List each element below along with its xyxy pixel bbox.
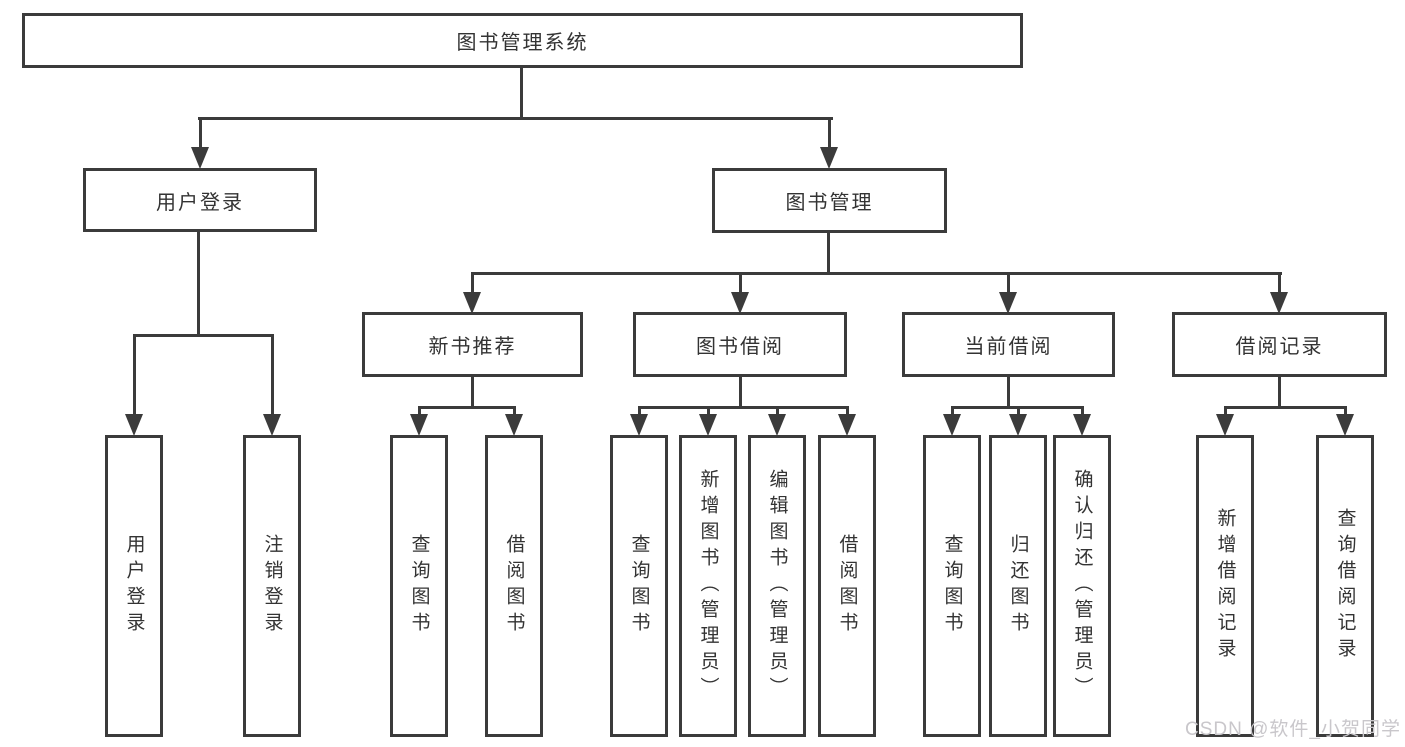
arrowhead-down-icon [125,414,143,436]
connector-drop [132,335,136,416]
arrowhead-down-icon [1216,414,1234,436]
node-label: 注销登录 [261,534,283,638]
leaf-add-borrow-record: 新增借阅记录 [1196,435,1254,737]
node-user-login: 用户登录 [83,168,317,232]
node-library-management-system: 图书管理系统 [22,13,1023,68]
node-label: 借阅记录 [1235,336,1324,358]
node-label: 查询图书 [941,534,963,638]
connector-stem [519,68,523,118]
connector-drop [1277,273,1281,294]
connector-stem [738,377,742,407]
connector-bar [417,405,516,409]
connector-drop [845,407,849,416]
node-label: 编辑图书（管理员） [766,469,788,703]
node-borrowing-records: 借阅记录 [1172,312,1387,377]
node-label: 确认归还（管理员） [1071,469,1093,703]
connector-drop [270,335,274,416]
leaf-user-login: 用户登录 [105,435,163,737]
connector-stem [826,233,830,273]
connector-drop [198,118,202,149]
arrowhead-down-icon [1270,292,1288,314]
connector-bar [637,405,849,409]
connector-drop [706,407,710,416]
arrowhead-down-icon [699,414,717,436]
arrowhead-down-icon [1336,414,1354,436]
connector-drop [950,407,954,416]
node-label: 图书管理 [785,192,874,214]
arrowhead-down-icon [505,414,523,436]
arrowhead-down-icon [943,414,961,436]
leaf-borrow-books-recommend: 借阅图书 [485,435,543,737]
connector-drop [512,407,516,416]
arrowhead-down-icon [1009,414,1027,436]
arrowhead-down-icon [463,292,481,314]
connector-stem [470,377,474,407]
connector-stem [1006,377,1010,407]
leaf-query-borrow-record: 查询借阅记录 [1316,435,1374,737]
node-label: 当前借阅 [964,336,1053,358]
node-label: 图书借阅 [696,336,784,358]
connector-drop [775,407,779,416]
leaf-borrow-books-borrowing: 借阅图书 [818,435,876,737]
arrowhead-down-icon [768,414,786,436]
arrowhead-down-icon [838,414,856,436]
connector-drop [1006,273,1010,294]
node-current-borrowing: 当前借阅 [902,312,1115,377]
leaf-query-books-current: 查询图书 [923,435,981,737]
leaf-add-books-admin: 新增图书（管理员） [679,435,737,737]
arrowhead-down-icon [410,414,428,436]
connector-bar [1223,405,1347,409]
leaf-query-books-borrowing: 查询图书 [610,435,668,737]
connector-drop [1080,407,1084,416]
connector-bar [197,116,833,120]
leaf-edit-books-admin: 编辑图书（管理员） [748,435,806,737]
connector-stem [196,232,200,335]
node-label: 查询图书 [408,534,430,638]
connector-bar [132,333,274,337]
node-book-management: 图书管理 [712,168,947,233]
node-label: 新书推荐 [428,336,517,358]
arrowhead-down-icon [999,292,1017,314]
node-label: 图书管理系统 [456,32,589,54]
node-label: 归还图书 [1007,534,1029,638]
connector-drop [827,118,831,149]
connector-drop [1223,407,1227,416]
connector-drop [470,273,474,294]
csdn-watermark: CSDN @软件_小贺同学 [1185,719,1401,740]
node-book-borrowing: 图书借阅 [633,312,847,377]
connector-drop [738,273,742,294]
node-label: 查询借阅记录 [1334,508,1356,664]
arrowhead-down-icon [191,147,209,169]
arrowhead-down-icon [1073,414,1091,436]
connector-bar [470,271,1282,275]
node-label: 用户登录 [156,191,244,214]
connector-drop [1016,407,1020,416]
node-label: 新增图书（管理员） [697,469,719,703]
arrowhead-down-icon [731,292,749,314]
arrowhead-down-icon [820,147,838,169]
connector-drop [417,407,421,416]
node-label: 借阅图书 [503,534,525,638]
leaf-logout: 注销登录 [243,435,301,737]
node-label: 借阅图书 [836,534,858,638]
leaf-query-books-recommend: 查询图书 [390,435,448,737]
connector-stem [1277,377,1281,407]
arrowhead-down-icon [630,414,648,436]
node-label: 用户登录 [123,534,145,638]
arrowhead-down-icon [263,414,281,436]
node-new-book-recommend: 新书推荐 [362,312,583,377]
node-label: 新增借阅记录 [1214,508,1236,664]
connector-drop [1343,407,1347,416]
connector-drop [637,407,641,416]
leaf-return-books: 归还图书 [989,435,1047,737]
node-label: 查询图书 [628,534,650,638]
leaf-confirm-return-admin: 确认归还（管理员） [1053,435,1111,737]
